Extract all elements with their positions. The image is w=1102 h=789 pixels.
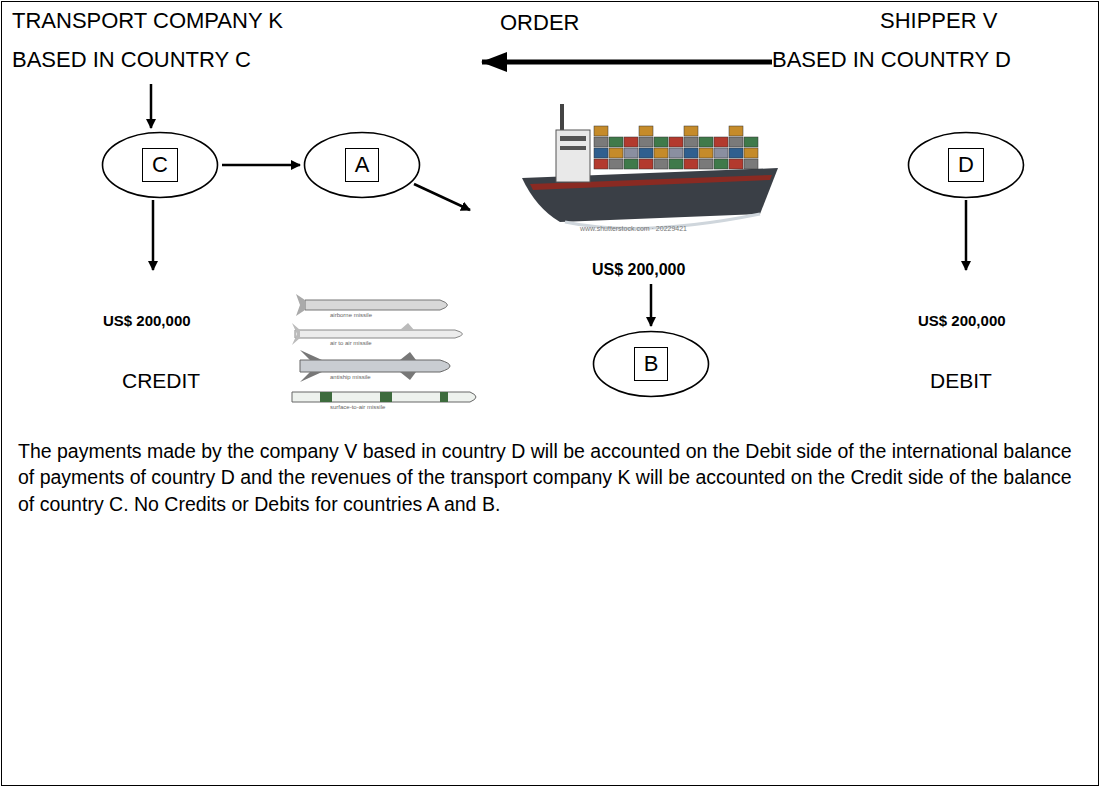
country-letter: B <box>634 347 669 381</box>
credit-label: CREDIT <box>122 368 200 393</box>
down-arrow <box>150 84 153 128</box>
country-ellipse: A <box>303 131 421 199</box>
amount: US$ 200,000 <box>592 260 685 279</box>
shipper-country: BASED IN COUNTRY D <box>772 47 1011 73</box>
missiles <box>292 294 476 402</box>
shipper-name: SHIPPER V <box>880 8 997 34</box>
down-arrow <box>965 200 968 270</box>
ship-arrow <box>414 184 470 210</box>
company-country: BASED IN COUNTRY C <box>12 47 251 73</box>
order-arrow <box>482 60 772 65</box>
amount: US$ 200,000 <box>918 312 1006 330</box>
missile-label: antiship missile <box>330 374 371 381</box>
country-letter: A <box>345 148 380 182</box>
company-name: TRANSPORT COMPANY K <box>12 8 283 34</box>
country-letter: C <box>142 148 178 182</box>
amount: US$ 200,000 <box>103 312 191 330</box>
missile-label: air to air missile <box>330 340 372 347</box>
missile-label: surface-to-air missile <box>330 404 385 411</box>
container-ship <box>522 104 778 228</box>
down-arrow <box>152 200 155 270</box>
country-ellipse: B <box>592 330 710 398</box>
country-ellipse: D <box>907 131 1025 199</box>
debit-label: DEBIT <box>930 368 992 393</box>
explanation-note: The payments made by the company V based… <box>18 438 1084 517</box>
flow-arrow <box>222 164 300 167</box>
country-letter: D <box>948 148 984 182</box>
country-ellipse: C <box>101 131 219 199</box>
watermark: www.shutterstock.com · 20229421 <box>580 225 687 233</box>
order-label: ORDER <box>500 10 579 36</box>
down-arrow <box>650 284 653 326</box>
missile-label: airborne missile <box>330 312 372 319</box>
